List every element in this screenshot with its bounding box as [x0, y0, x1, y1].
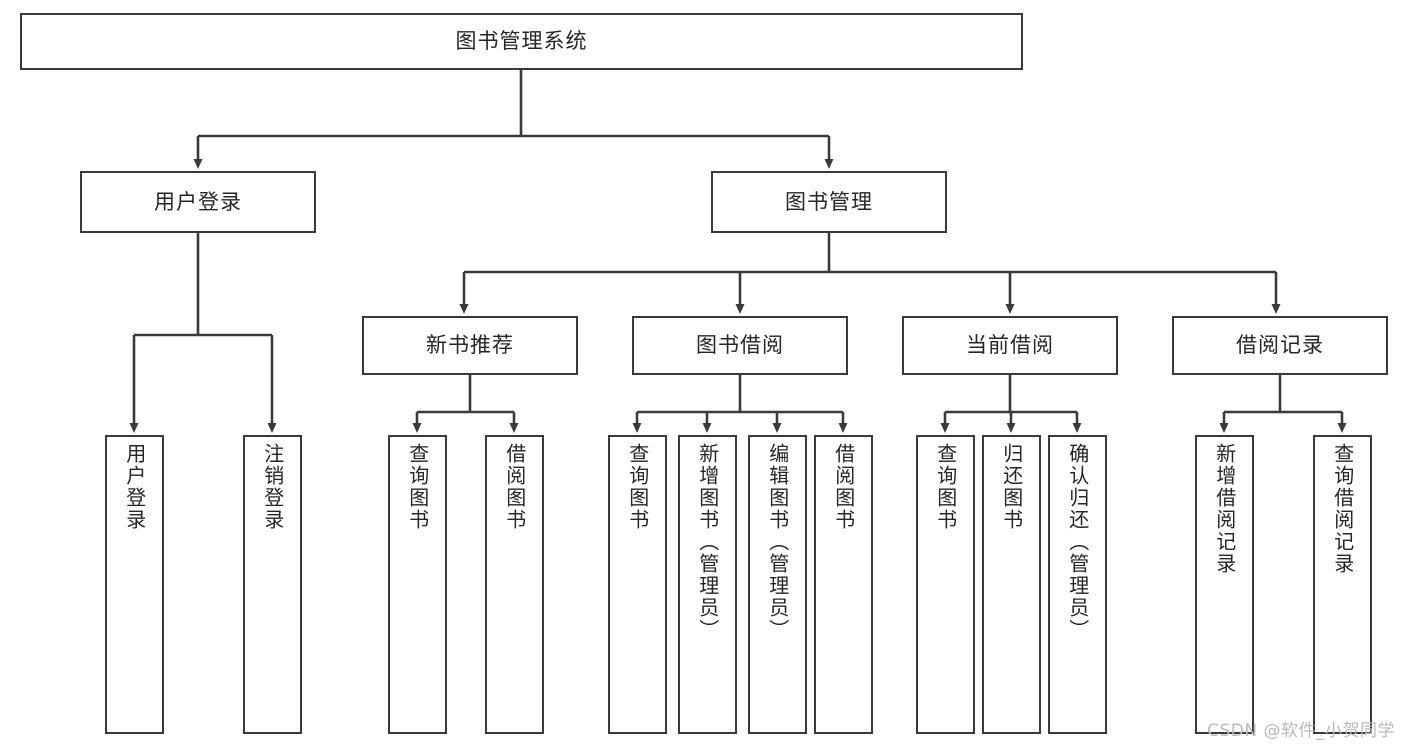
node-label: 借阅图书 — [831, 443, 856, 531]
node-label: 查询借阅记录 — [1330, 443, 1355, 575]
node-label: 新书推荐 — [426, 333, 514, 358]
node-label: 查询图书 — [405, 443, 430, 531]
node-leaf-9[interactable]: 归还图书 — [982, 435, 1041, 734]
watermark-label: CSDN @软件_小贺同学 — [1207, 721, 1395, 741]
connector-lines — [129, 70, 1347, 433]
node-leaf-0[interactable]: 用户登录 — [105, 435, 164, 734]
node-leaf-2[interactable]: 查询图书 — [388, 435, 447, 734]
node-label: 图书借阅 — [696, 333, 784, 358]
node-label: 借阅图书 — [502, 443, 527, 531]
node-level1-1[interactable]: 图书管理 — [711, 171, 947, 233]
node-label: 编辑图书（管理员） — [765, 443, 790, 641]
node-level2-1[interactable]: 图书借阅 — [632, 316, 848, 375]
node-leaf-5[interactable]: 新增图书（管理员） — [678, 435, 737, 734]
node-label: 查询图书 — [625, 443, 650, 531]
node-label: 新增图书（管理员） — [695, 443, 720, 641]
node-label: 图书管理系统 — [455, 29, 588, 54]
node-leaf-3[interactable]: 借阅图书 — [485, 435, 544, 734]
node-leaf-4[interactable]: 查询图书 — [608, 435, 667, 734]
node-level2-0[interactable]: 新书推荐 — [362, 316, 578, 375]
node-label: 查询图书 — [933, 443, 958, 531]
node-level1-0[interactable]: 用户登录 — [80, 171, 316, 233]
node-label: 归还图书 — [999, 443, 1024, 531]
node-leaf-10[interactable]: 确认归还（管理员） — [1048, 435, 1107, 734]
node-label: 用户登录 — [122, 443, 147, 531]
node-leaf-11[interactable]: 新增借阅记录 — [1195, 435, 1254, 734]
node-label: 注销登录 — [260, 443, 285, 531]
node-label: 用户登录 — [154, 189, 242, 214]
node-leaf-12[interactable]: 查询借阅记录 — [1313, 435, 1372, 734]
node-label: 新增借阅记录 — [1212, 443, 1237, 575]
node-leaf-7[interactable]: 借阅图书 — [814, 435, 873, 734]
node-level2-2[interactable]: 当前借阅 — [902, 316, 1118, 375]
node-leaf-1[interactable]: 注销登录 — [243, 435, 302, 734]
node-label: 图书管理 — [785, 189, 873, 214]
node-level2-3[interactable]: 借阅记录 — [1172, 316, 1388, 375]
node-root[interactable]: 图书管理系统 — [20, 13, 1023, 70]
node-label: 当前借阅 — [966, 333, 1054, 358]
node-label: 借阅记录 — [1236, 333, 1324, 358]
node-label: 确认归还（管理员） — [1065, 443, 1090, 641]
node-leaf-6[interactable]: 编辑图书（管理员） — [748, 435, 807, 734]
node-leaf-8[interactable]: 查询图书 — [916, 435, 975, 734]
